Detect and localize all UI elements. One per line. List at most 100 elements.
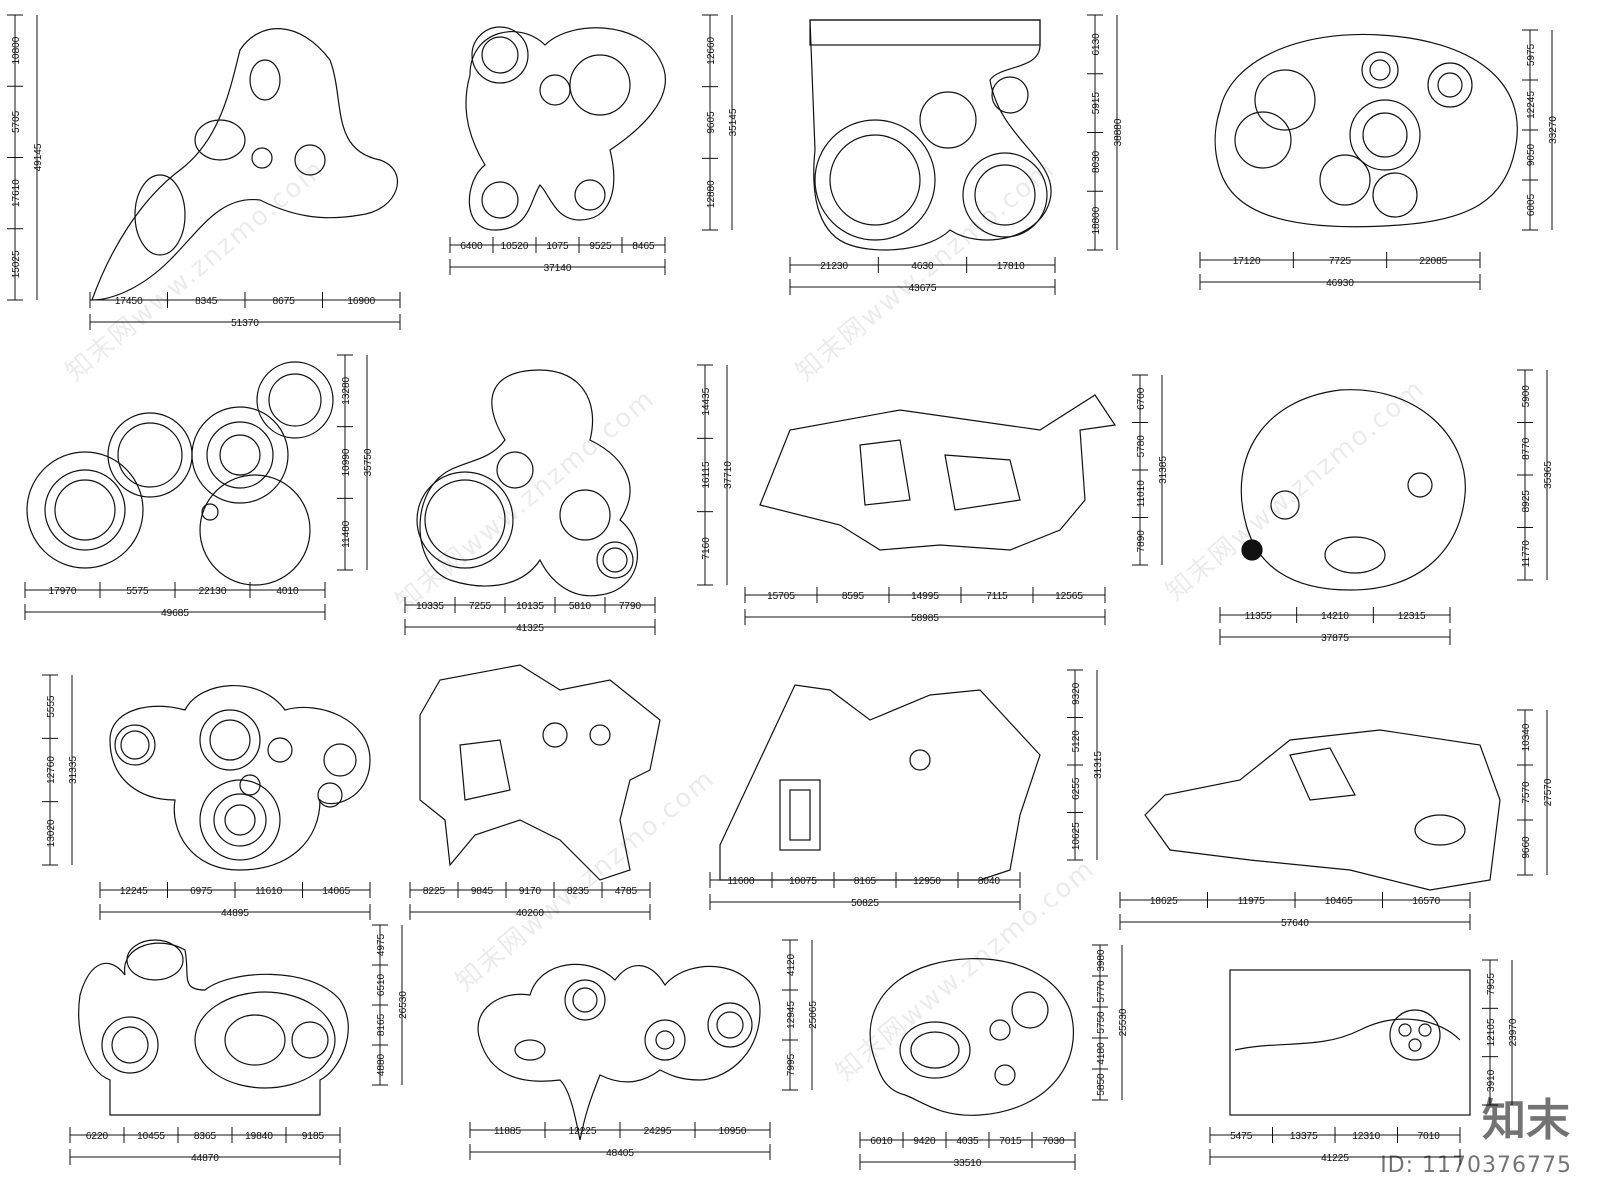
dim-label: 17810 [997,261,1025,272]
dim-label: 18800 [1091,206,1102,234]
dim-label: 14210 [1321,611,1349,622]
dim-label: 12950 [913,876,941,887]
dim-total-label: 31335 [68,756,79,784]
dim-label: 5915 [1091,92,1102,115]
dim-label: 17120 [1233,256,1261,267]
dim-label: 4010 [276,586,299,597]
dim-label: 5810 [569,601,592,612]
dim-label: 24295 [644,1126,672,1137]
dim-label: 12225 [569,1126,597,1137]
dim-total-label: 48405 [606,1148,634,1159]
dim-label: 6400 [460,241,483,252]
dim-label: 10135 [516,601,544,612]
dim-total-label: 44895 [221,908,249,919]
dim-label: 9845 [471,886,494,897]
dim-label: 8040 [978,876,1001,887]
dim-label: 8925 [1521,490,1532,513]
dim-label: 12245 [120,886,148,897]
dim-label: 14995 [911,591,939,602]
dim-label: 13280 [341,376,352,404]
dim-label: 17450 [115,296,143,307]
plan-2-outline [465,27,666,231]
dim-total-label: 49685 [161,608,189,619]
plan-16-outline [1229,969,1471,1116]
dim-label: 12945 [786,1001,797,1029]
dim-label: 12245 [1526,91,1537,119]
dim-label: 8365 [194,1131,217,1142]
dim-total-label: 44870 [191,1153,219,1164]
plan-shapes [26,19,1518,1141]
dim-label: 8675 [273,296,296,307]
dim-label: 9050 [1526,143,1537,166]
dim-total-label: 58985 [911,613,939,624]
dim-total-label: 43675 [909,283,937,294]
dim-label: 9420 [913,1136,936,1147]
dim-total-label: 33510 [954,1158,982,1169]
dim-label: 14435 [701,387,712,415]
dim-total-label: 37875 [1321,633,1349,644]
dim-label: 1075 [546,241,569,252]
dim-total-label: 33270 [1548,116,1559,144]
dim-total-label: 41325 [516,623,544,634]
plan-13-outline [78,942,349,1116]
plan-10-outline [419,664,661,881]
dim-label: 10625 [1071,822,1082,850]
dim-label: 4120 [786,953,797,976]
dim-label: 12880 [706,180,717,208]
plan-1-outline [91,28,398,301]
dim-label: 5705 [11,110,22,133]
dim-label: 18625 [1150,896,1178,907]
dim-total-label: 37140 [544,263,572,274]
dim-total-label: 57640 [1281,918,1309,929]
dim-total-label: 49145 [33,143,44,171]
dim-label: 10455 [137,1131,165,1142]
dim-label: 10950 [719,1126,747,1137]
dim-label: 4630 [911,261,934,272]
dim-label: 5750 [1096,1011,1107,1034]
dim-total-label: 51370 [231,318,259,329]
dim-label: 9185 [302,1131,325,1142]
dim-label: 14065 [322,886,350,897]
dim-label: 8165 [854,876,877,887]
dim-label: 11885 [494,1126,522,1137]
dim-label: 12565 [1055,591,1083,602]
dim-label: 5975 [1526,43,1537,66]
dim-label: 11610 [255,886,283,897]
dim-label: 7790 [619,601,642,612]
dim-label: 5770 [1096,980,1107,1003]
dim-label: 4035 [956,1136,979,1147]
dim-label: 10990 [341,448,352,476]
dim-label: 7160 [701,537,712,560]
dim-total-label: 27570 [1543,778,1554,806]
dim-label: 6510 [376,973,387,996]
dim-label: 12310 [1352,1131,1380,1142]
dim-total-label: 25065 [808,1001,819,1029]
plan-15-outline [869,958,1075,1116]
dim-label: 10335 [416,601,444,612]
dim-label: 21230 [820,261,848,272]
dim-total-label: 23970 [1508,1018,1519,1046]
dim-label: 19840 [245,1131,273,1142]
dim-label: 6975 [190,886,213,897]
dim-total-label: 46930 [1326,278,1354,289]
dim-label: 11010 [1136,480,1147,508]
dim-label: 7570 [1521,781,1532,804]
dim-total-label: 26530 [398,991,409,1019]
dim-total-label: 31385 [1158,456,1169,484]
dim-label: 10800 [11,36,22,64]
dim-total-label: 35145 [728,108,739,136]
dim-label: 8235 [567,886,590,897]
dim-label: 4180 [1096,1042,1107,1065]
dim-label: 17610 [11,179,22,207]
dim-total-label: 40260 [516,908,544,919]
dim-label: 8225 [423,886,446,897]
dim-label: 5120 [1071,730,1082,753]
dim-label: 12760 [46,756,57,784]
dim-label: 6130 [1091,33,1102,56]
dim-label: 16570 [1412,896,1440,907]
dim-label: 3910 [1486,1069,1497,1092]
dim-label: 5900 [1521,385,1532,408]
dim-label: 13020 [46,819,57,847]
dim-label: 7015 [999,1136,1022,1147]
